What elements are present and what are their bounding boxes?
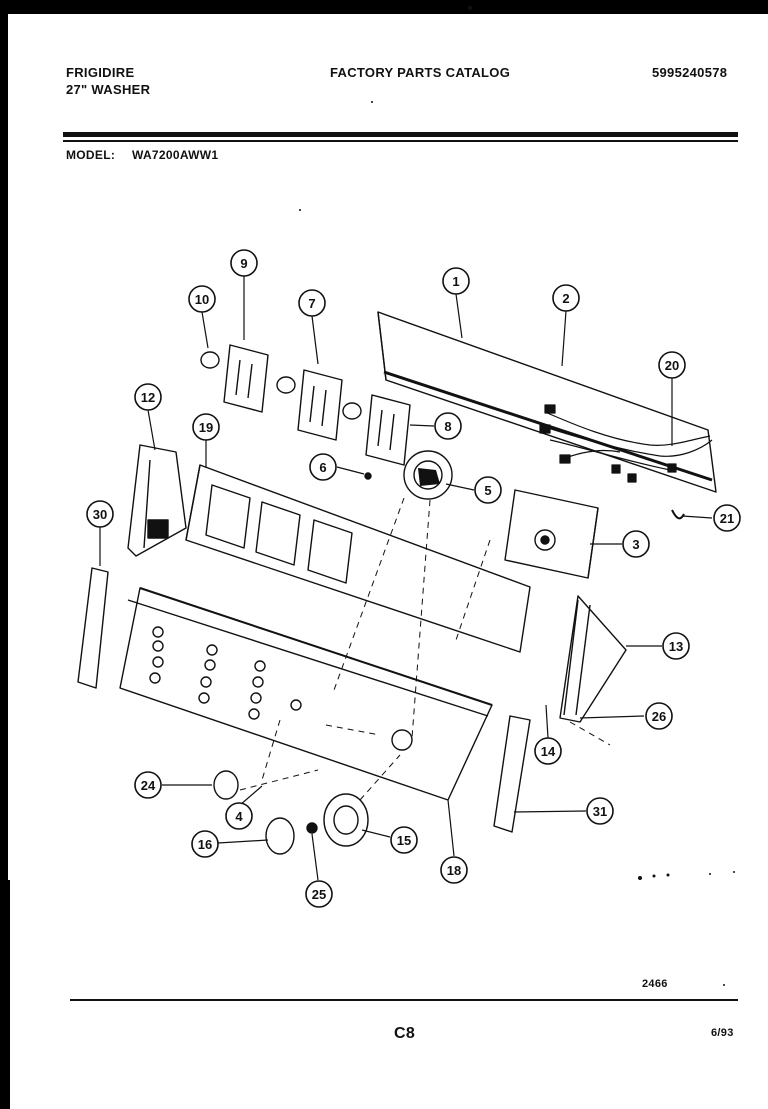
callout-18: 18	[440, 856, 468, 884]
callout-14: 14	[534, 737, 562, 765]
part-knob-24	[213, 770, 239, 800]
part-end-cap-13	[559, 595, 627, 723]
part-switch-8	[365, 394, 411, 466]
svg-text:18: 18	[447, 863, 461, 878]
callout-12: 12	[134, 383, 162, 411]
part-end-cap-12	[127, 444, 187, 557]
part-dial-15	[323, 793, 369, 847]
part-wire-harness	[539, 404, 713, 483]
scan-specks	[299, 6, 735, 986]
svg-text:20: 20	[665, 358, 679, 373]
callout-5: 5	[474, 476, 502, 504]
part-clip-25	[306, 822, 318, 834]
part-knob-10	[200, 351, 220, 369]
header-rule-thick	[63, 132, 738, 137]
page-code: C8	[394, 1025, 416, 1042]
part-knob-16	[265, 817, 295, 855]
svg-text:1: 1	[452, 274, 459, 289]
callout-24: 24	[134, 771, 162, 799]
svg-text:6: 6	[319, 460, 326, 475]
part-screw-6	[364, 472, 372, 480]
callout-19: 19	[192, 413, 220, 441]
model-number: WA7200AWW1	[132, 148, 219, 162]
callout-31: 31	[586, 797, 614, 825]
part-switch-9	[223, 344, 269, 413]
callout-8: 8	[434, 412, 462, 440]
part-trim-31	[493, 715, 531, 833]
callout-1: 1	[442, 267, 470, 295]
callout-30: 30	[86, 500, 114, 528]
revision-date: 6/93	[711, 1027, 734, 1039]
scan-edge-mark	[0, 880, 10, 1109]
part-bracket-19	[185, 464, 531, 653]
svg-text:7: 7	[308, 296, 315, 311]
svg-text:14: 14	[541, 744, 556, 759]
svg-text:31: 31	[593, 804, 607, 819]
callout-25: 25	[305, 880, 333, 908]
svg-text:26: 26	[652, 709, 666, 724]
callout-10: 10	[188, 285, 216, 313]
svg-text:25: 25	[312, 887, 326, 902]
callout-2: 2	[552, 284, 580, 312]
callout-6: 6	[309, 453, 337, 481]
svg-text:16: 16	[198, 837, 212, 852]
callout-26: 26	[645, 702, 673, 730]
footer-rule	[70, 999, 738, 1001]
callout-9: 9	[230, 249, 258, 277]
callout-3: 3	[622, 530, 650, 558]
svg-text:15: 15	[397, 833, 411, 848]
drawing-number: 2466	[642, 978, 668, 990]
part-timer-3	[504, 489, 599, 579]
header-rule-thin	[63, 140, 738, 142]
part-selector-switch-5	[403, 450, 453, 500]
svg-text:13: 13	[669, 639, 683, 654]
svg-text:21: 21	[720, 511, 734, 526]
part-control-panel	[119, 587, 493, 801]
callout-21: 21	[713, 504, 741, 532]
callout-7: 7	[298, 289, 326, 317]
part-clip-21	[671, 509, 685, 520]
svg-text:19: 19	[199, 420, 213, 435]
scan-edge-mark	[0, 0, 8, 110]
brand-name: FRIGIDIRE	[66, 65, 135, 80]
svg-text:5: 5	[484, 483, 491, 498]
callout-16: 16	[191, 830, 219, 858]
part-trim-30	[77, 567, 109, 689]
svg-text:24: 24	[141, 778, 156, 793]
svg-text:30: 30	[93, 507, 107, 522]
product-name: 27" WASHER	[66, 82, 151, 97]
svg-text:2: 2	[562, 291, 569, 306]
callout-4: 4	[225, 802, 253, 830]
model-label: MODEL:	[66, 148, 116, 162]
svg-text:4: 4	[235, 809, 243, 824]
part-switch-7	[297, 369, 343, 441]
svg-text:9: 9	[240, 256, 247, 271]
svg-text:12: 12	[141, 390, 155, 405]
callout-15: 15	[390, 826, 418, 854]
svg-text:3: 3	[632, 537, 639, 552]
catalog-number: 5995240578	[652, 65, 728, 80]
part-rear-panel	[377, 311, 717, 493]
svg-text:8: 8	[444, 419, 451, 434]
svg-text:10: 10	[195, 292, 209, 307]
callout-20: 20	[658, 351, 686, 379]
catalog-title: FACTORY PARTS CATALOG	[330, 65, 511, 80]
callout-13: 13	[662, 632, 690, 660]
